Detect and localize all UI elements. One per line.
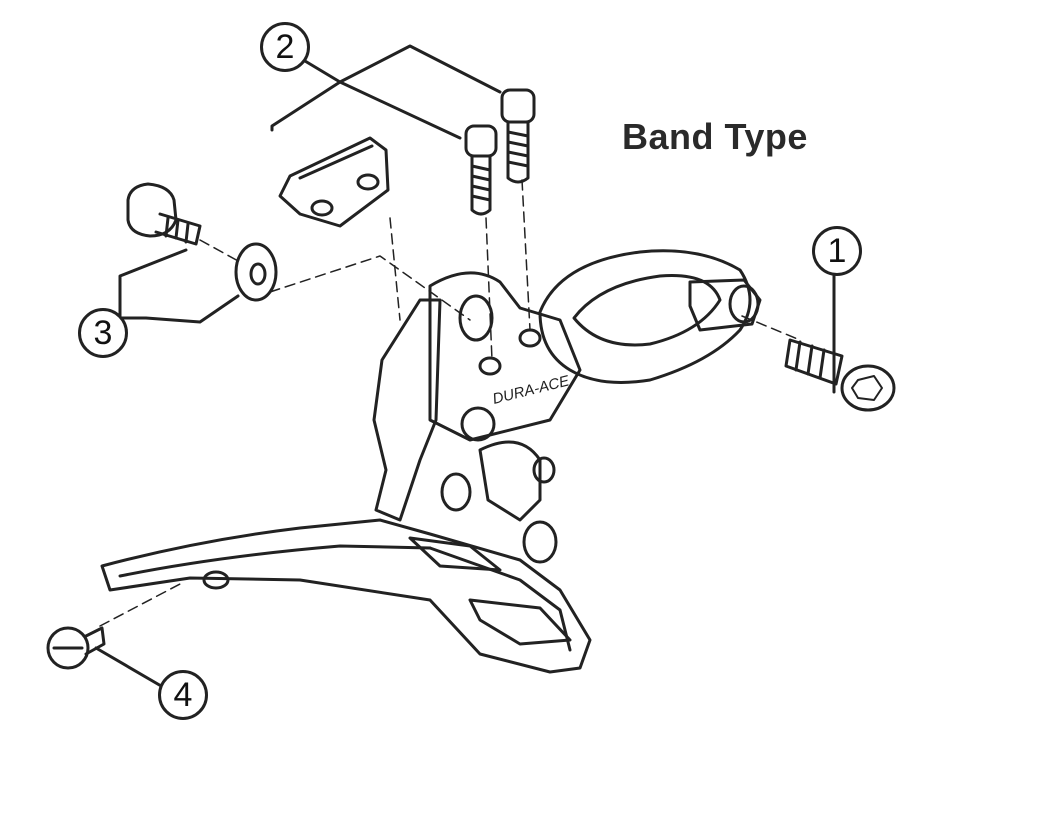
stroke-adjust-screw xyxy=(46,626,106,670)
callout-3-label: 3 xyxy=(93,313,113,352)
assembly-guide-lines xyxy=(99,179,801,627)
clamp-bolt xyxy=(784,338,896,412)
callout-2: 2 xyxy=(260,22,310,72)
cable-guide-screw-right xyxy=(500,88,536,184)
callout-1: 1 xyxy=(812,226,862,276)
callout-3: 3 xyxy=(78,308,128,358)
callout-1-label: 1 xyxy=(827,231,847,270)
adjust-bolt xyxy=(126,182,202,246)
callout-4: 4 xyxy=(158,670,208,720)
cable-guide-screw-left xyxy=(464,124,498,216)
diagram-title: Band Type xyxy=(622,116,808,157)
cable-guide-plate xyxy=(278,136,390,228)
callout-4-leader xyxy=(94,646,170,692)
callout-2-label: 2 xyxy=(275,27,295,66)
callout-4-label: 4 xyxy=(173,675,193,714)
callout-2-bracket xyxy=(270,44,502,140)
derailleur-body xyxy=(100,249,762,674)
callout-3-bracket xyxy=(118,248,240,324)
washer xyxy=(234,242,278,302)
